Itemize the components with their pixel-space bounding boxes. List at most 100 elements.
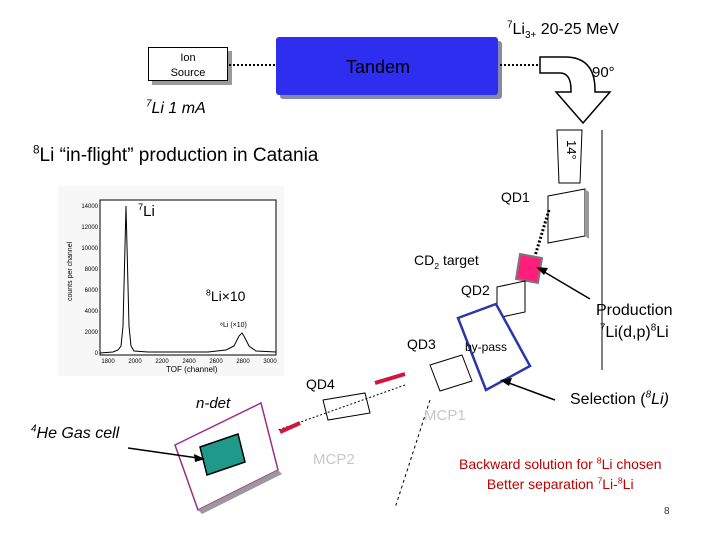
spectrum-xtick-label: 2400 xyxy=(182,359,196,365)
tandem-label: Tandem xyxy=(346,57,411,77)
cd2-post: target xyxy=(439,252,479,268)
selection-pre: Selection ( xyxy=(570,391,646,408)
production-line1: Production xyxy=(596,302,673,319)
mcp2-detector xyxy=(279,421,301,434)
backward-line2-sup2: 8 xyxy=(617,475,623,486)
backward-line1-a: Backward solution for xyxy=(459,456,597,472)
ion-source-box: Ion Source xyxy=(148,47,228,81)
bend-90-arrow xyxy=(539,56,612,125)
spectrum-xtick-label: 3000 xyxy=(263,359,277,365)
spectrum-ytick-label: 14000 xyxy=(81,204,98,210)
spectrum-xtick-label: 2200 xyxy=(155,359,169,365)
he-gas-cell-sup: 4 xyxy=(31,423,37,435)
cd2-pre: CD xyxy=(414,252,435,268)
mcp2-label: MCP2 xyxy=(313,451,355,468)
beam-energy-post: 20-25 MeV xyxy=(536,21,619,38)
slide-title-sup: 8 xyxy=(33,143,40,157)
angle-14-box xyxy=(556,129,583,184)
cd2-target-label: CD2 target xyxy=(414,252,479,270)
spectrum-xtick-label: 2800 xyxy=(236,359,250,365)
gas-cell-arrowhead xyxy=(194,454,205,462)
qd4-magnet xyxy=(322,392,371,421)
bypass-label: by-pass xyxy=(465,340,508,354)
mcp1-label: MCP1 xyxy=(424,407,466,424)
backward-line1-sup: 8 xyxy=(596,455,602,466)
spectrum-xtick-label: 2600 xyxy=(209,359,223,365)
selection-arrow xyxy=(505,381,556,401)
li7-current-text: Li 1 mA xyxy=(151,100,206,117)
gas-cell-arrow xyxy=(127,447,199,459)
spectrum-inset-label: ⁸Li (×10) xyxy=(220,322,247,329)
qd2-label: QD2 xyxy=(461,282,490,298)
tof-spectrum-svg: counts per channel TOF (channel) ⁸Li (×1… xyxy=(58,186,284,376)
spectrum-ytick-label: 2000 xyxy=(85,330,99,336)
ion-source-label-line1: Ion xyxy=(180,52,196,64)
spectrum-ytick-label: 12000 xyxy=(81,225,98,231)
qd1-label: QD1 xyxy=(501,189,530,205)
spectrum-ytick-label: 6000 xyxy=(85,288,99,294)
selection-arrowhead xyxy=(500,378,512,386)
backward-line1-b: Li chosen xyxy=(601,456,662,472)
production-arrow xyxy=(540,269,591,300)
ndet-label: n-det xyxy=(196,395,231,412)
li7-peak-label: 7Li xyxy=(138,202,155,220)
backward-line2-b: Li xyxy=(622,476,634,492)
production-line2-b: Li xyxy=(656,324,669,341)
production-label: Production 7Li(d,p)8Li xyxy=(596,303,673,341)
qd3-magnet xyxy=(429,354,473,392)
spectrum-curve xyxy=(99,205,277,354)
selection-sup: 8 xyxy=(645,389,652,401)
li7-peak-sup: 7 xyxy=(138,202,144,212)
backward-solution-note: Backward solution for 8Li chosen Better … xyxy=(459,454,662,494)
tandem-accelerator xyxy=(276,37,498,95)
ion-source-label-line2: Source xyxy=(170,67,206,79)
gas-cell-shadow xyxy=(198,470,282,514)
production-line2-a: Li(d,p) xyxy=(605,324,651,341)
spectrum-ytick-label: 4000 xyxy=(85,309,99,315)
backward-line2-a: Better separation xyxy=(486,476,598,492)
backward-line1: Backward solution for 8Li chosen xyxy=(459,454,662,474)
qd1-magnet xyxy=(547,188,586,244)
qd4-label: QD4 xyxy=(306,376,335,392)
qd1-shadow xyxy=(585,189,589,239)
qd3-label: QD3 xyxy=(407,336,436,352)
beam-energy-sub: 3+ xyxy=(524,30,537,42)
spectrum-ytick-label: 0 xyxy=(95,351,99,357)
beam-energy-pre: Li xyxy=(512,21,525,38)
he-gas-cell xyxy=(199,433,246,476)
spectrum-ytick-label: 10000 xyxy=(81,246,98,252)
production-sup2: 8 xyxy=(650,322,657,334)
production-arrowhead xyxy=(536,267,548,275)
spectrum-yticks: 14000 12000 10000 8000 6000 4000 2000 0 xyxy=(81,204,98,357)
spectrum-xticks: 1800 2000 2200 2400 2600 2800 3000 xyxy=(101,359,277,365)
spectrum-ylabel: counts per channel xyxy=(67,241,74,301)
li7-peak-text: Li xyxy=(143,203,155,220)
beam-energy-label: 7Li3+ 20-25 MeV xyxy=(507,20,619,42)
backward-line2: Better separation 7Li-8Li xyxy=(459,474,662,494)
slide-title-text: Li “in-flight” production in Catania xyxy=(39,145,319,166)
cd2-target xyxy=(514,252,544,285)
slide-title: 8Li “in-flight” production in Catania xyxy=(33,143,319,166)
beam-line-qd1-target xyxy=(533,209,551,257)
spectrum-ytick-label: 8000 xyxy=(85,267,99,273)
backward-line2-sup1: 7 xyxy=(597,475,603,486)
trajectory-line xyxy=(394,399,431,509)
spectrum-xtick-label: 2000 xyxy=(128,359,142,365)
selection-label: Selection (8Li) xyxy=(570,389,669,408)
angle-14-label: 14° xyxy=(564,140,579,160)
backward-line2-mid: Li- xyxy=(602,476,618,492)
mcp1-detector xyxy=(374,372,406,385)
li8x10-sup: 8 xyxy=(206,287,211,298)
he-gas-cell-label: 4He Gas cell xyxy=(31,423,120,442)
production-sup: 7 xyxy=(599,322,606,334)
li7-current-sup: 7 xyxy=(146,98,152,110)
spectrum-xlabel: TOF (channel) xyxy=(166,365,218,374)
cd2-sub: 2 xyxy=(434,260,440,271)
spectrum-xtick-label: 1800 xyxy=(101,359,115,365)
he-gas-cell-text: He Gas cell xyxy=(36,425,120,442)
li8x10-text: Li×10 xyxy=(210,288,246,304)
production-line2: 7Li(d,p)8Li xyxy=(596,322,673,341)
bypass-box xyxy=(456,302,532,392)
page-number: 8 xyxy=(664,506,670,517)
